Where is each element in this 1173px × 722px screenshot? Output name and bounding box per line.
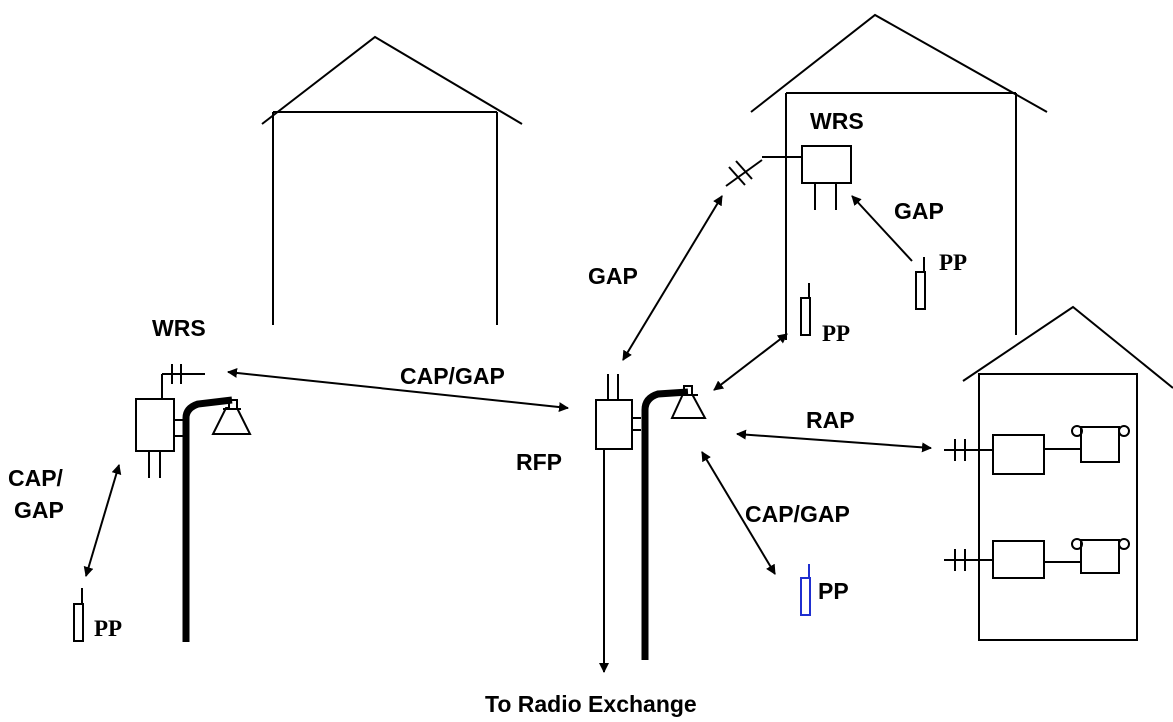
label-to-radio-exchange: To Radio Exchange: [485, 691, 697, 717]
label-cap-gap-top: CAP/GAP: [400, 363, 505, 389]
radio-unit-lower: [944, 538, 1130, 579]
arrow-wrs-left-to-rfp: [227, 367, 569, 413]
label-pp-left: PP: [94, 616, 122, 641]
portable-part-left: [73, 588, 84, 642]
label-cap-gap-left-2: GAP: [14, 497, 64, 523]
portable-part-middle: [800, 283, 811, 336]
arrow-rfp-to-pp-bottom: [701, 451, 776, 575]
label-cap-gap-left-1: CAP/: [8, 465, 64, 491]
wrs-unit-right: [725, 145, 852, 210]
rfp-unit: [595, 374, 641, 673]
portable-part-bottom: [800, 564, 811, 616]
house-right-tall: [750, 13, 1048, 340]
house-left: [261, 35, 523, 325]
wrs-unit-left: [135, 364, 205, 478]
arrow-pp-to-wrs-right: [851, 195, 913, 262]
label-cap-gap-bottom: CAP/GAP: [745, 501, 850, 527]
arrow-wrs-left-to-pp: [83, 464, 122, 577]
label-rfp: RFP: [516, 449, 562, 475]
label-pp-middle: PP: [822, 321, 850, 346]
label-pp-bottom: PP: [818, 578, 849, 604]
lamp-post-left: [182, 396, 252, 642]
label-gap-right: GAP: [894, 198, 944, 224]
label-wrs-right: WRS: [810, 108, 864, 134]
label-gap-mid: GAP: [588, 263, 638, 289]
arrow-rfp-to-wrs-right: [622, 195, 723, 361]
label-pp-right: PP: [939, 250, 967, 275]
label-wrs-left: WRS: [152, 315, 206, 341]
portable-part-right: [915, 257, 926, 310]
arrow-rfp-to-pp-middle: [713, 333, 788, 391]
radio-unit-upper: [944, 425, 1130, 475]
label-rap: RAP: [806, 407, 855, 433]
link-arrows: [83, 195, 932, 577]
lamp-post-middle: [641, 385, 707, 660]
house-right-small: [962, 305, 1173, 641]
arrow-rap: [736, 429, 932, 453]
